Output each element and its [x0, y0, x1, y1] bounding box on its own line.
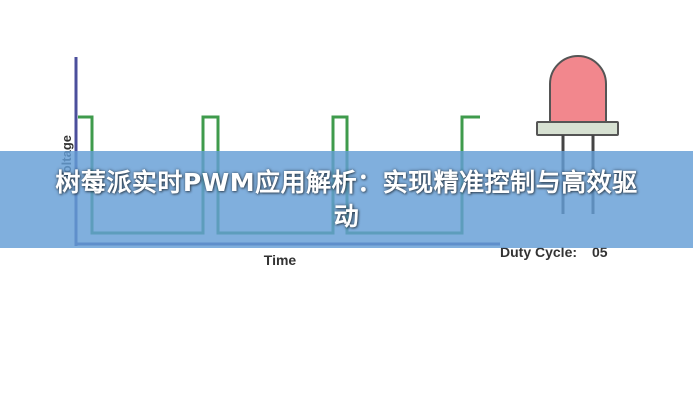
led-icon — [536, 55, 619, 214]
title-banner: 树莓派实时PWM应用解析：实现精准控制与高效驱动 — [0, 151, 693, 248]
led-dome — [549, 55, 607, 125]
duty-cycle-value: 05 — [592, 244, 608, 260]
led-base — [536, 121, 619, 136]
article-title: 树莓派实时PWM应用解析：实现精准控制与高效驱动 — [55, 167, 638, 231]
x-axis-label: Time — [264, 252, 297, 268]
duty-cycle-label: Duty Cycle: — [500, 244, 577, 260]
